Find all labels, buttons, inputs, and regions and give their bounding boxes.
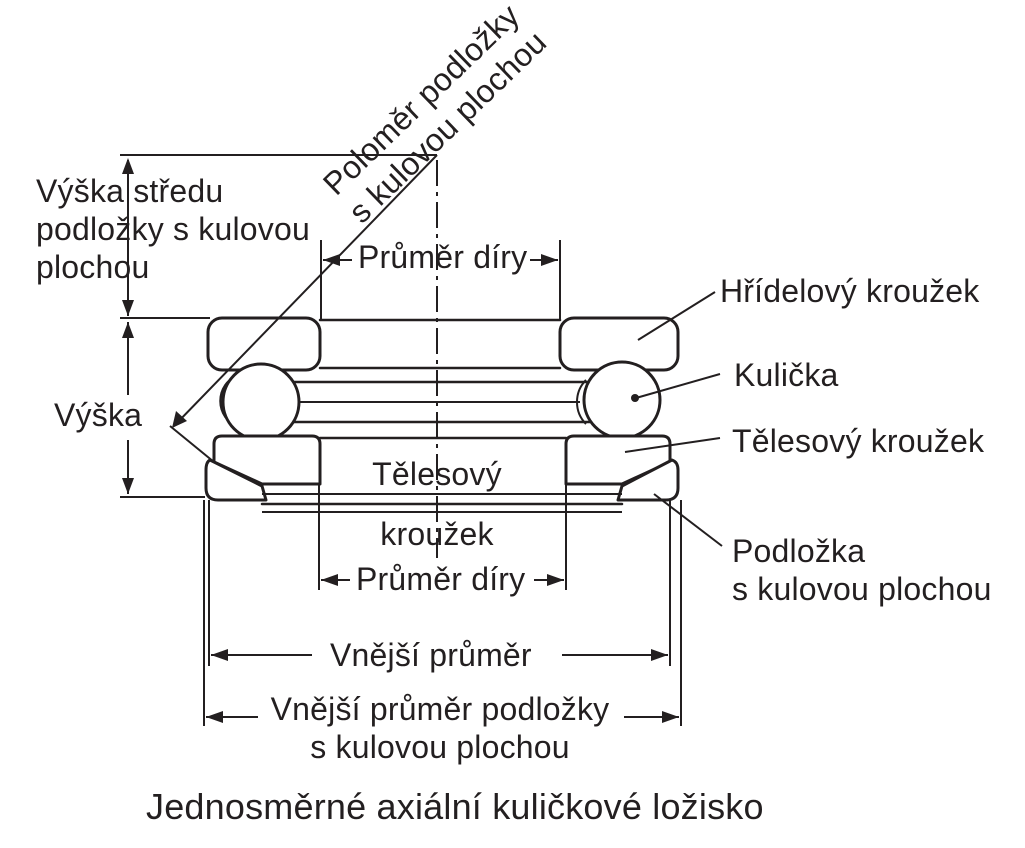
seat-washer-label-line1: Podložka <box>732 533 866 569</box>
seat-outer-label: Vnější průměr podložky s kulovou plochou <box>240 690 640 766</box>
radius-to-washer <box>169 425 215 463</box>
outer-arrow-right <box>651 649 668 661</box>
housing-ring-center-line2: kroužek <box>380 516 494 552</box>
seat-washer-left <box>204 458 268 502</box>
center-height-arrow-bottom <box>122 300 134 316</box>
cage-right-inner <box>576 379 587 425</box>
leader-shaft-ring <box>637 291 716 341</box>
seat-washer-label: Podložka s kulovou plochou <box>732 532 992 608</box>
height-label: Výška <box>54 397 143 433</box>
housing-ring-center-line1: Tělesový <box>372 456 502 492</box>
bore-bottom-label: Průměr díry <box>356 561 526 597</box>
radius-arrow <box>172 411 187 428</box>
leader-housing-ring <box>624 437 721 453</box>
seat-washer-label-line2: s kulovou plochou <box>732 571 992 607</box>
radius-leader <box>173 154 438 427</box>
bore-bottom-arrow-right <box>547 574 564 586</box>
ball-right <box>582 360 662 440</box>
height-arrow-bottom <box>122 478 134 494</box>
seat-outer-label-line2: s kulovou plochou <box>310 729 570 765</box>
housing-ring-label: Tělesový kroužek <box>732 423 985 459</box>
ball-label: Kulička <box>734 357 839 393</box>
shaft-ring-label: Hřídelový kroužek <box>720 273 980 309</box>
seat-washer-right <box>616 458 680 502</box>
center-height-arrow-top <box>122 158 134 174</box>
outer-arrow-left <box>211 649 228 661</box>
center-height-label-line1: Výška středu <box>36 173 224 209</box>
housing-ring-center-label: Tělesový kroužek <box>362 455 512 553</box>
outer-diameter-label: Vnější průměr <box>330 637 532 673</box>
center-height-label: Výška středu podložky s kulovou plochou <box>36 172 310 286</box>
bore-top-label: Průměr díry <box>358 239 528 275</box>
seat-outer-label-line1: Vnější průměr podložky <box>270 691 610 727</box>
housing-ring-left <box>212 434 322 486</box>
height-arrow-top <box>122 322 134 338</box>
center-height-label-line2: podložky s kulovou <box>36 211 310 247</box>
leader-ball <box>635 373 721 399</box>
ball-marker-dot <box>631 394 639 402</box>
bore-top-arrow-right <box>541 254 558 266</box>
bore-top-arrow-left <box>323 254 340 266</box>
seat-outer-arrow-left <box>206 711 223 723</box>
leader-seat-washer <box>653 493 723 547</box>
ball-left <box>221 362 301 442</box>
seat-outer-arrow-right <box>662 711 679 723</box>
shaft-ring-left <box>206 316 322 372</box>
bore-bottom-arrow-left <box>321 574 338 586</box>
diagram-title: Jednosměrné axiální kuličkové ložisko <box>146 786 764 827</box>
center-height-label-line3: plochou <box>36 249 150 285</box>
